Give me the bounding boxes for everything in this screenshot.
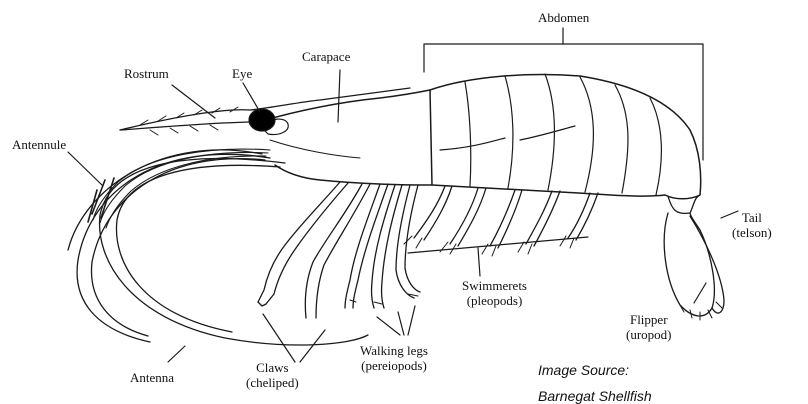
- label-swimmerets: Swimmerets (pleopods): [462, 278, 527, 308]
- label-rostrum: Rostrum: [124, 66, 169, 81]
- eye: [249, 109, 288, 135]
- label-claws: Claws (cheliped): [246, 360, 299, 390]
- abdomen-segments: [440, 74, 661, 195]
- label-walking-legs-line2: (pereiopods): [360, 358, 428, 373]
- label-tail: Tail (telson): [732, 210, 772, 240]
- label-claws-line1: Claws: [246, 360, 299, 375]
- label-antennule: Antennule: [12, 137, 66, 152]
- carapace-outline: [258, 90, 432, 185]
- label-flipper: Flipper (uropod): [626, 312, 672, 342]
- claws: [258, 182, 370, 318]
- swimmerets: [404, 186, 598, 256]
- tail-fan: [664, 195, 724, 320]
- label-claws-line2: (cheliped): [246, 375, 299, 390]
- image-source-name: Barnegat Shellfish: [538, 388, 652, 404]
- label-flipper-line2: (uropod): [626, 327, 672, 342]
- image-source-label: Image Source:: [538, 362, 629, 378]
- label-walking-legs: Walking legs (pereiopods): [360, 343, 428, 373]
- label-tail-line2: (telson): [732, 225, 772, 240]
- label-abdomen: Abdomen: [538, 10, 589, 25]
- label-flipper-line1: Flipper: [626, 312, 672, 327]
- label-antenna: Antenna: [130, 370, 174, 385]
- label-eye: Eye: [232, 66, 252, 81]
- walking-legs: [345, 184, 420, 308]
- label-tail-line1: Tail: [732, 210, 772, 225]
- label-swimmerets-line1: Swimmerets: [462, 278, 527, 293]
- label-swimmerets-line2: (pleopods): [462, 293, 527, 308]
- label-walking-legs-line1: Walking legs: [360, 343, 428, 358]
- label-carapace: Carapace: [302, 49, 350, 64]
